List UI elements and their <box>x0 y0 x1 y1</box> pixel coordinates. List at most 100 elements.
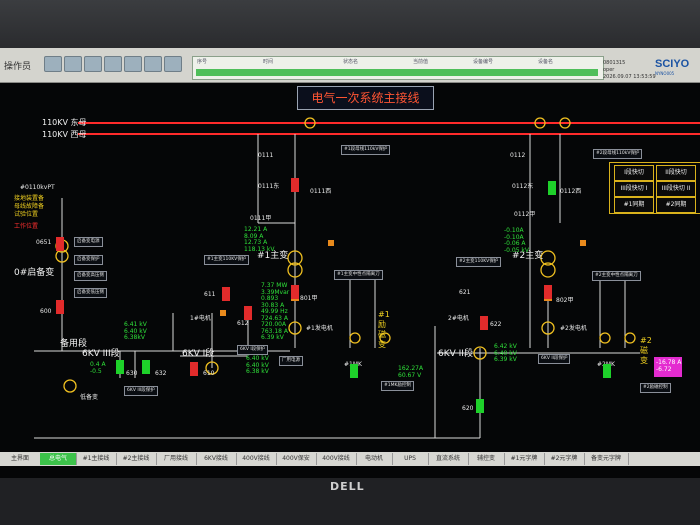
alarm-status-panel[interactable]: 序号 时间 状态名 当前值 设备编号 设备名 <box>192 56 604 80</box>
user-id: 0801315 <box>603 60 626 66</box>
breaker-label-801: 801甲 <box>300 295 318 302</box>
breaker-label-0112a: 0112东 <box>512 183 534 190</box>
user-role: oper <box>603 67 615 73</box>
qs-button-5[interactable]: #1同期 <box>614 197 654 213</box>
globe-icon[interactable] <box>84 56 102 72</box>
monitor-icon[interactable] <box>44 56 62 72</box>
breaker-611[interactable] <box>222 287 230 301</box>
tab-400v-security[interactable]: 400V保安 <box>276 453 317 465</box>
info-box[interactable]: #2励磁控制 <box>640 383 671 393</box>
tab-motor[interactable]: 电动机 <box>356 453 393 465</box>
breaker-aux-1[interactable] <box>350 364 358 378</box>
tools-icon[interactable] <box>124 56 142 72</box>
info-box[interactable]: 启备变保护 <box>74 255 103 265</box>
tab-tile-2[interactable]: #2元字牌 <box>544 453 585 465</box>
tab-400v-wiring[interactable]: 400V接线 <box>236 453 277 465</box>
breaker-aux-2[interactable] <box>603 364 611 378</box>
tab-ups[interactable]: UPS <box>392 453 429 465</box>
tab-400v-wiring-2[interactable]: 400V接线 <box>316 453 357 465</box>
operator-label: 操作员 <box>4 62 32 72</box>
info-box[interactable]: #1主变中性点隔离刀 <box>334 270 383 280</box>
monitor-brand: DELL <box>330 480 365 493</box>
bus-label-east: 110KV 东母 <box>42 118 87 127</box>
col-header: 序号 <box>197 59 208 65</box>
exciter-2-label: #2 磁 变 <box>640 336 652 365</box>
breaker-label-611: 611 <box>204 291 216 298</box>
breaker-630[interactable] <box>116 360 124 374</box>
qs-button-4[interactable]: III段快切 II <box>656 181 696 197</box>
info-box[interactable]: 6KV I段保护 <box>237 345 269 355</box>
page-title: 电气一次系统主接线 <box>297 86 434 110</box>
pt-status-2: 母线故障备 <box>14 203 45 210</box>
tab-main-wiring-1[interactable]: #1主接线 <box>76 453 117 465</box>
qs-button-1[interactable]: I段快切 <box>614 165 654 181</box>
breaker-label-632: 632 <box>155 370 167 377</box>
info-box[interactable]: #1MK励控制 <box>381 381 414 391</box>
tab-tile-1[interactable]: #1元字牌 <box>504 453 545 465</box>
breaker-label-802: 802甲 <box>556 297 574 304</box>
info-box[interactable]: 启备变低压侧 <box>74 288 107 298</box>
info-box[interactable]: 6KV II段保护 <box>538 354 571 364</box>
breaker-label-620: 620 <box>462 405 474 412</box>
rack-icon[interactable] <box>64 56 82 72</box>
info-box[interactable]: 厂用电源 <box>279 356 303 366</box>
section-3-readings: 6.41 kV 6.40 kV 6.38kV <box>124 321 147 341</box>
tab-electrical[interactable]: 总电气 <box>40 453 77 465</box>
aux-readings: 0.4 A -0.5 <box>90 361 106 375</box>
exciter-1-label: #1 励 磁 变 <box>378 310 390 349</box>
qs-button-2[interactable]: II段快切 <box>656 165 696 181</box>
bus-6kv-3-label: 6KV III段 <box>82 349 120 359</box>
section-2-readings: 6.42 kV 6.40 kV 6.39 kV <box>494 343 517 363</box>
list-icon[interactable] <box>164 56 182 72</box>
chart-icon[interactable] <box>144 56 162 72</box>
tab-aux-wiring[interactable]: 厂用接线 <box>156 453 197 465</box>
section-1-readings: 6.40 kV 6.40 kV 6.38 kV <box>246 355 269 375</box>
breaker-0112[interactable] <box>548 181 556 195</box>
alarm-indicator[interactable]: -16.78 A -6.72 <box>654 357 682 377</box>
breaker-801[interactable] <box>291 285 299 299</box>
brand-logo: SCIYO <box>655 58 690 70</box>
col-header: 设备编号 <box>473 59 494 65</box>
tab-6kv-wiring[interactable]: 6KV接线 <box>196 453 237 465</box>
pt-status-3: 试验位置 <box>14 211 39 218</box>
wrench-icon[interactable] <box>104 56 122 72</box>
tab-tile-standby[interactable]: 备变元字牌 <box>584 453 629 465</box>
info-box[interactable]: #2主变中性点隔离刀 <box>592 271 641 281</box>
tab-main[interactable]: 主界面 <box>0 453 41 465</box>
main-transformer-2-label: #2主变 <box>512 251 544 261</box>
info-box[interactable]: 启备变电源 <box>74 237 103 247</box>
tab-dc-system[interactable]: 直流系统 <box>428 453 469 465</box>
qs-button-3[interactable]: III段快切 I <box>614 181 654 197</box>
info-box[interactable]: #2段母线110kV保护 <box>593 149 643 159</box>
info-box[interactable]: #1段母线110kV保护 <box>341 145 391 155</box>
info-box[interactable]: #1主变110KV保护 <box>204 255 250 265</box>
info-box[interactable]: #2主变110KV保护 <box>456 257 502 267</box>
standby-section-label: 备用段 <box>60 339 88 349</box>
breaker-600[interactable] <box>56 300 64 314</box>
breaker-620[interactable] <box>476 399 484 413</box>
breaker-802[interactable] <box>544 285 552 299</box>
breaker-label-622: 622 <box>490 321 502 328</box>
gen-switch-1-label: 1#电机 <box>190 315 211 322</box>
breaker-0111[interactable] <box>291 178 299 192</box>
tab-main-wiring-2[interactable]: #2主接线 <box>116 453 157 465</box>
breaker-label-630: 630 <box>126 370 138 377</box>
generator-1-label: #1发电机 <box>306 325 333 332</box>
work-position-label: 工作位置 <box>14 223 39 230</box>
station-label: 低备变 <box>80 394 99 401</box>
breaker-0651[interactable] <box>56 237 64 251</box>
info-box[interactable]: 6KV III段保护 <box>124 386 158 396</box>
qs-button-6[interactable]: #2同期 <box>656 197 696 213</box>
generator-1-readings: 7.37 MW 3.39Mvar 0.893 30.83 A 49.99 Hz … <box>261 282 290 341</box>
breaker-612[interactable] <box>244 306 252 320</box>
startup-transformer-label: 0#启备变 <box>14 268 55 278</box>
info-box[interactable]: 启备变高压侧 <box>74 271 107 281</box>
col-header: 状态名 <box>343 59 359 65</box>
tab-aux-transformer[interactable]: 辅控变 <box>468 453 505 465</box>
breaker-632[interactable] <box>142 360 150 374</box>
bus-6kv-1-label: 6KV I段 <box>182 349 215 359</box>
breaker-622[interactable] <box>480 316 488 330</box>
quick-switch-panel <box>609 162 700 214</box>
breaker-610[interactable] <box>190 362 198 376</box>
col-header: 时间 <box>263 59 274 65</box>
